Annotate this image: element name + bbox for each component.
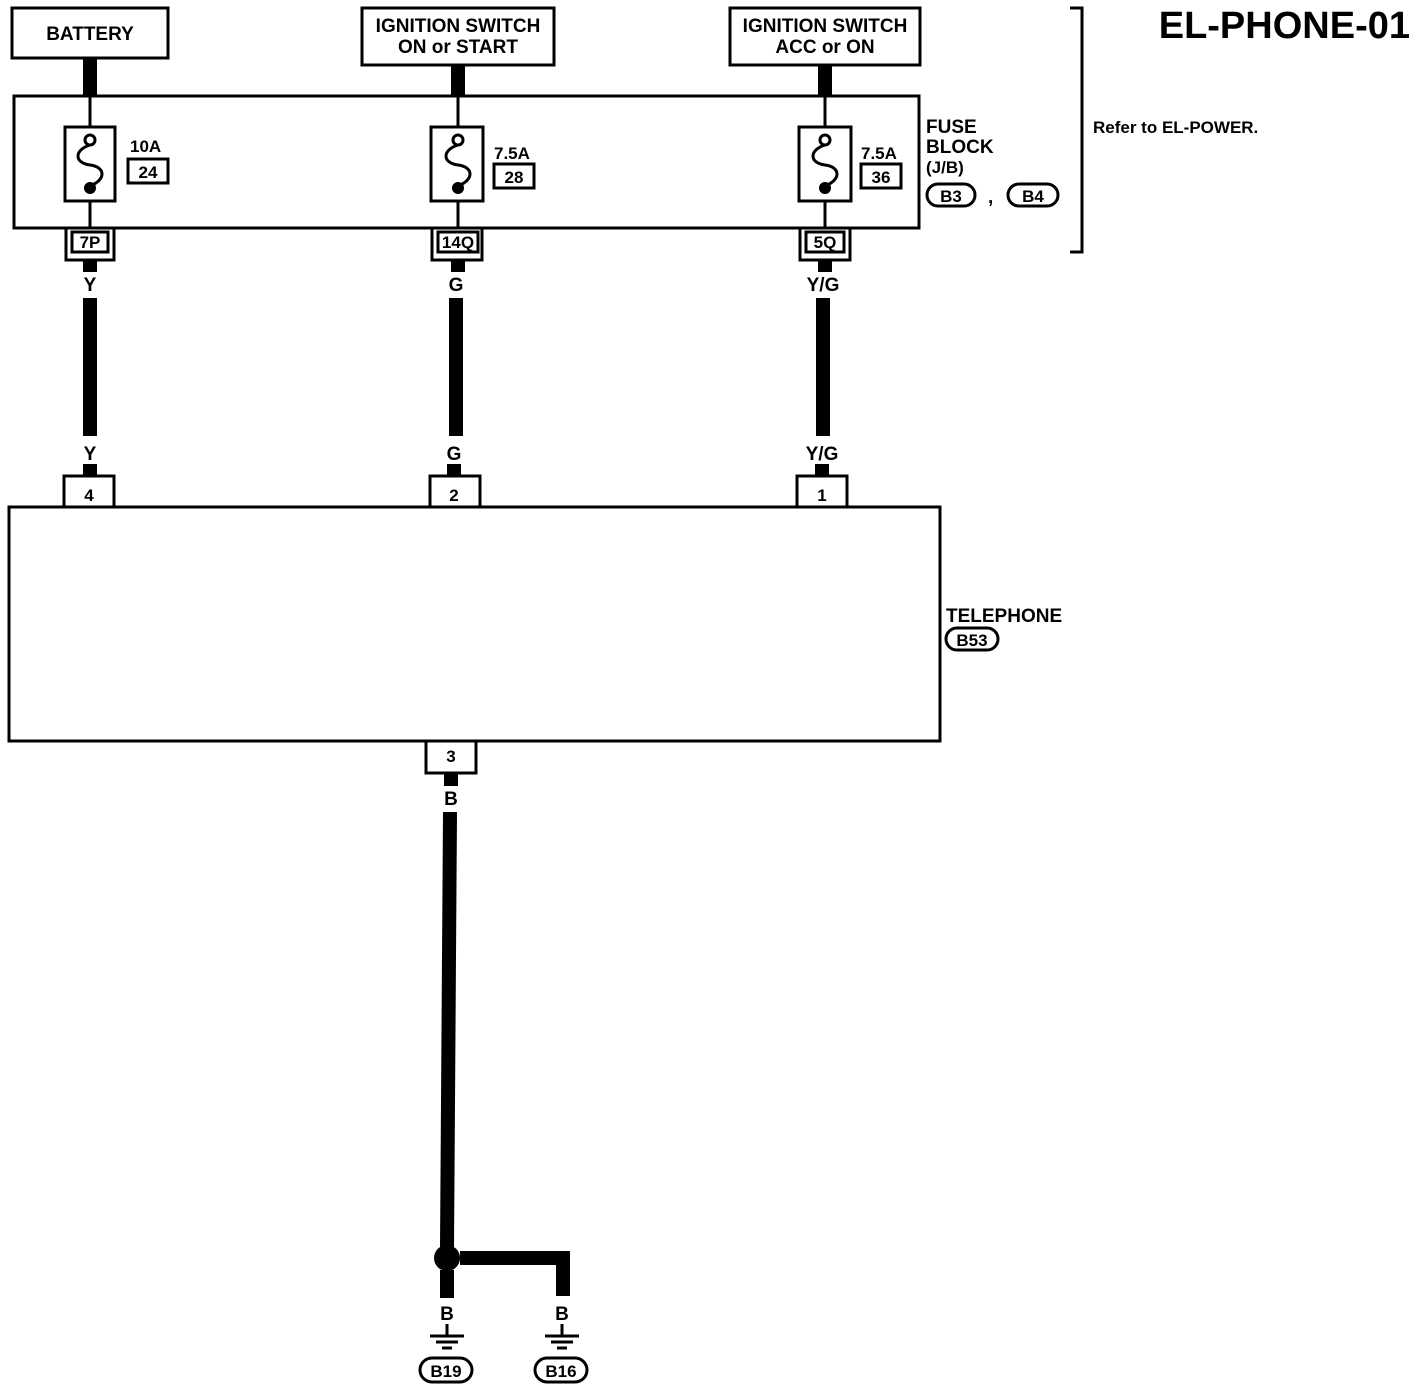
fuse-36-number: 36 bbox=[872, 168, 891, 187]
wire-yg-top-label: Y/G bbox=[807, 275, 840, 296]
power-reference: Refer to EL-POWER. bbox=[1093, 118, 1258, 137]
fuse-28-number: 28 bbox=[505, 168, 524, 187]
ground-branch-wire bbox=[460, 1251, 570, 1296]
fuse-36-rating: 7.5A bbox=[861, 144, 897, 163]
ground-b16-wire-label: B bbox=[555, 1304, 569, 1325]
wire-y-bottom-label: Y bbox=[84, 444, 97, 465]
fuse-24-rating: 10A bbox=[130, 137, 161, 156]
ignition-acc-label-line2: ACC or ON bbox=[775, 37, 874, 58]
telephone-pin-1-label: 1 bbox=[817, 486, 826, 505]
wire-yg-bottom-label: Y/G bbox=[806, 444, 839, 465]
fuse-28-rating: 7.5A bbox=[494, 144, 530, 163]
terminal-5q-label: 5Q bbox=[814, 233, 837, 252]
wire-g: G G bbox=[447, 260, 465, 476]
connector-b4-label: B4 bbox=[1022, 187, 1044, 206]
telephone-pin-2-label: 2 bbox=[449, 486, 458, 505]
telephone-pin-4: 4 bbox=[62, 474, 116, 507]
telephone-pin-3: 3 bbox=[424, 741, 478, 775]
ignition-start-label-line1: IGNITION SWITCH bbox=[376, 16, 541, 37]
ground-b16-label: B16 bbox=[545, 1362, 576, 1381]
wire-g-bottom-label: G bbox=[447, 444, 462, 465]
battery-source: BATTERY bbox=[10, 6, 170, 60]
fuse-24: 10A 24 bbox=[63, 96, 170, 228]
telephone-unit bbox=[7, 505, 942, 743]
terminal-7p-label: 7P bbox=[80, 233, 101, 252]
telephone-pin-2: 2 bbox=[428, 474, 482, 507]
power-bracket bbox=[1070, 6, 1084, 254]
connector-b53-label: B53 bbox=[956, 631, 987, 650]
connector-b4: B4 bbox=[1006, 182, 1060, 208]
ignition-switch-acc-source: IGNITION SWITCH ACC or ON bbox=[728, 6, 922, 67]
splice-point bbox=[434, 1245, 460, 1271]
ground-b16: B B16 bbox=[533, 1304, 589, 1384]
wire-y: Y Y bbox=[83, 260, 97, 476]
battery-label: BATTERY bbox=[46, 24, 134, 45]
telephone-pin-1: 1 bbox=[795, 474, 849, 507]
ground-b19-wire-label: B bbox=[440, 1304, 454, 1325]
wire-y-top-label: Y bbox=[84, 275, 97, 296]
ground-b19-label: B19 bbox=[430, 1362, 461, 1381]
fuse-24-number: 24 bbox=[139, 163, 158, 182]
wire-b: B bbox=[440, 773, 458, 1249]
fuse-36: 7.5A 36 bbox=[797, 96, 903, 228]
ignition-acc-label-line1: IGNITION SWITCH bbox=[743, 16, 908, 37]
telephone-pin-3-label: 3 bbox=[446, 747, 455, 766]
ignition-switch-start-source: IGNITION SWITCH ON or START bbox=[360, 6, 556, 67]
ground-b19: B B19 bbox=[418, 1304, 474, 1384]
terminal-14q-label: 14Q bbox=[442, 233, 474, 252]
fuse-block-label-line3: (J/B) bbox=[926, 158, 964, 177]
fuse-block-label-line1: FUSE bbox=[926, 117, 977, 138]
connector-b3: B3 bbox=[925, 182, 977, 208]
wire-yg: Y/G Y/G bbox=[806, 260, 840, 476]
connector-b3-label: B3 bbox=[940, 187, 962, 206]
terminal-5q: 5Q bbox=[798, 228, 852, 262]
connector-b53: B53 bbox=[944, 626, 1000, 652]
telephone-pin-4-label: 4 bbox=[84, 486, 94, 505]
fuse-28: 7.5A 28 bbox=[429, 96, 536, 228]
wire-b-label: B bbox=[444, 789, 458, 810]
terminal-7p: 7P bbox=[64, 228, 116, 262]
telephone-label: TELEPHONE bbox=[946, 606, 1062, 627]
terminal-14q: 14Q bbox=[430, 228, 484, 262]
wire-g-top-label: G bbox=[449, 275, 464, 296]
connector-separator: , bbox=[988, 187, 993, 208]
fuse-block-label-line2: BLOCK bbox=[926, 137, 994, 158]
ignition-start-label-line2: ON or START bbox=[398, 37, 518, 58]
diagram-title: EL-PHONE-01 bbox=[1159, 5, 1410, 47]
